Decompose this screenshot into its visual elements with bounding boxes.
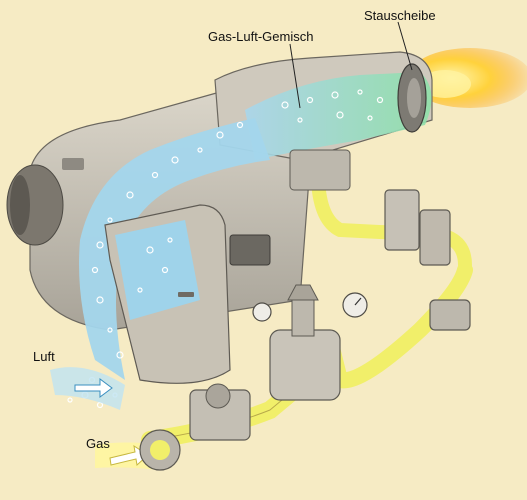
control-box [229, 234, 271, 266]
solenoid-valve-2 [419, 209, 451, 266]
label-stauscheibe: Stauscheibe [364, 8, 436, 23]
leader-stauscheibe [397, 21, 413, 71]
gas-pipe-riser [322, 262, 473, 389]
housing-slot [62, 158, 84, 170]
inlet-handle [178, 292, 194, 297]
pressure-gauge-1-needle [354, 297, 362, 306]
baffle-disc-inner [407, 78, 421, 118]
air-channel [79, 118, 270, 380]
gas-filter-cap [205, 383, 231, 409]
solenoid-valve-1 [384, 189, 420, 251]
pressure-regulator [269, 329, 341, 401]
regulator-top [287, 284, 319, 301]
regulator-stem [291, 299, 315, 337]
fan-motor-cap [10, 175, 30, 235]
gas-inlet-flange-inner [150, 440, 170, 460]
valve-flange-right [429, 299, 471, 331]
ignition-unit [289, 149, 351, 191]
mixing-tube [245, 72, 432, 160]
air-bubbles [67, 89, 384, 409]
label-gas-luft-gemisch: Gas-Luft-Gemisch [208, 29, 314, 44]
leader-gas-luft-gemisch [289, 43, 301, 109]
label-gas: Gas [86, 436, 110, 451]
label-luft: Luft [33, 349, 55, 364]
air-arrow [74, 378, 113, 398]
pressure-gauge-2 [252, 302, 272, 322]
